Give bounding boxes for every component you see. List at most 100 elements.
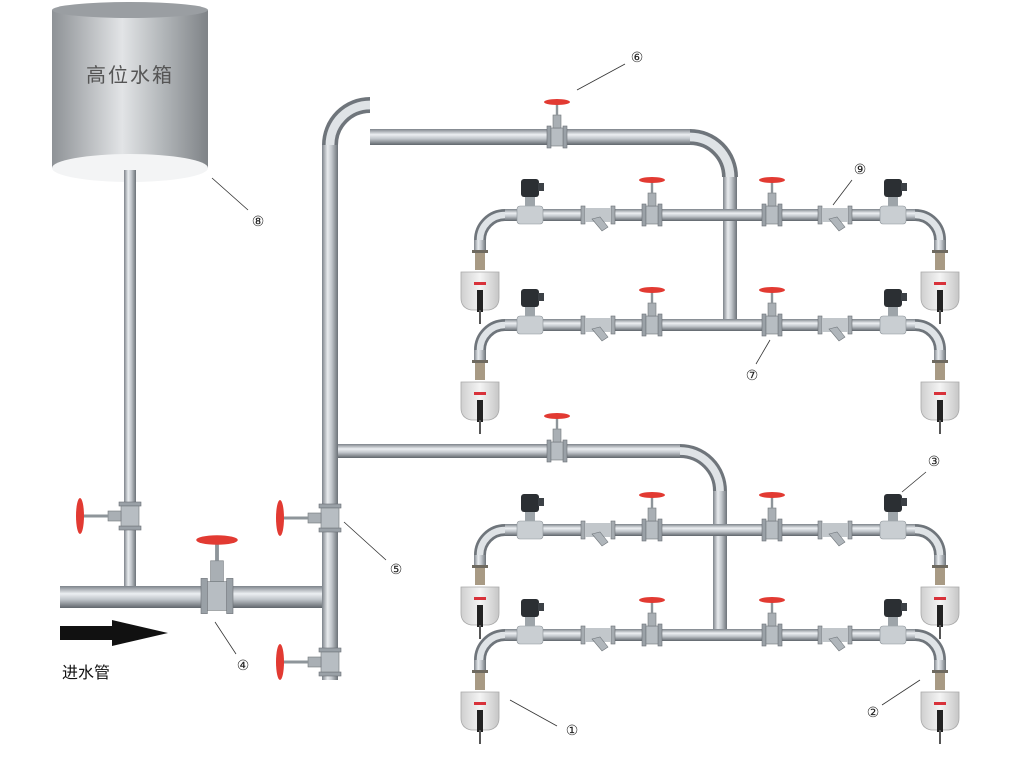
gate-valve-icon (544, 99, 570, 149)
solenoid-valve-icon (879, 179, 907, 225)
pipe-segment (474, 240, 486, 250)
callout-leader-line (755, 339, 771, 365)
pipe-segment (505, 209, 915, 221)
pipe-segment (934, 350, 946, 360)
callout-7: ⑦ (746, 339, 771, 384)
y-strainer-icon (580, 205, 616, 232)
pipe-elbow-highlight (476, 526, 506, 556)
pipe-segment (713, 491, 727, 635)
pipe-elbow-highlight (689, 132, 735, 178)
solenoid-valve-icon (516, 289, 544, 335)
side-gate-valve-icon (76, 498, 142, 534)
pipe-elbow-highlight (914, 526, 944, 556)
drain-trap-icon (920, 670, 960, 744)
flow-direction-arrow (60, 620, 168, 646)
trap-brand-mark (934, 702, 946, 705)
pipe-segment (723, 177, 737, 325)
callout-leader-line (343, 521, 387, 561)
pipe-network (60, 97, 946, 680)
pipe-elbow-highlight (679, 447, 724, 492)
solenoid-valve-icon (516, 179, 544, 225)
pipe-elbow-highlight (914, 631, 944, 661)
gate-valve-icon (759, 177, 785, 227)
pipe-segment (370, 129, 690, 145)
solenoid-valve-icon (516, 599, 544, 645)
trap-brand-mark (474, 597, 486, 600)
gate-valve-icon (639, 492, 665, 542)
pipe-elbow-highlight (914, 211, 944, 241)
trap-brand-mark (934, 282, 946, 285)
elevated-water-tank: 高位水箱 (52, 2, 208, 182)
drain-trap-icon (460, 670, 500, 744)
callout-4: ④ (214, 621, 250, 674)
pipe-elbow-highlight (476, 211, 506, 241)
pipe-segment (934, 555, 946, 565)
pipe-segment (322, 145, 338, 680)
gate-valve-icon (759, 597, 785, 647)
y-strainer-icon (580, 315, 616, 342)
callout-number: ⑦ (746, 368, 759, 384)
callout-leader-line (576, 63, 626, 91)
gate-valve-icon (759, 287, 785, 337)
drain-trap-icon (920, 250, 960, 324)
callout-leader-line (211, 177, 249, 211)
y-strainer-icon (817, 520, 853, 547)
drain-trap-icon (920, 360, 960, 434)
gate-valve-icon (544, 413, 570, 463)
tank-label: 高位水箱 (86, 63, 174, 87)
trap-brand-mark (934, 597, 946, 600)
callout-number: ⑨ (854, 162, 867, 178)
drain-trap-icon (460, 250, 500, 324)
pipe-segment (474, 660, 486, 670)
y-strainer-icon (817, 625, 853, 652)
y-strainer-icon (817, 205, 853, 232)
solenoid-valve-icon (879, 494, 907, 540)
gate-valve-icon (639, 287, 665, 337)
y-strainer-icon (817, 315, 853, 342)
pipe-segment (338, 444, 680, 458)
pipe-segment (60, 586, 330, 608)
gate-valve-icon (196, 535, 238, 614)
callout-leader-line (901, 471, 927, 493)
callout-8: ⑧ (211, 177, 265, 230)
callout-leader-line (881, 679, 921, 706)
callout-2: ② (867, 679, 921, 721)
solenoid-valve-icon (879, 599, 907, 645)
y-strainer-icon (580, 520, 616, 547)
drain-trap-icon (460, 360, 500, 434)
trap-brand-mark (474, 392, 486, 395)
pipe-segment (474, 555, 486, 565)
callout-number: ⑧ (252, 214, 265, 230)
gate-valve-icon (759, 492, 785, 542)
trap-brand-mark (934, 392, 946, 395)
drain-trap-icon (920, 565, 960, 639)
pipe-elbow-highlight (914, 321, 944, 351)
pipe-segment (124, 170, 136, 600)
inlet-label: 进水管 (62, 663, 110, 682)
pipe-elbow-highlight (325, 100, 371, 146)
callout-leader-line (509, 699, 558, 727)
callout-number: ④ (237, 658, 250, 674)
callout-number: ① (566, 723, 579, 739)
pipe-segment (505, 629, 915, 641)
trap-brand-mark (474, 282, 486, 285)
callout-leader-line (214, 621, 237, 655)
inlet-indicator: 进水管 (60, 620, 168, 682)
y-strainer-icon (580, 625, 616, 652)
side-gate-valve-icon (276, 500, 342, 536)
pipe-elbow-highlight (476, 321, 506, 351)
side-gate-valve-icon (276, 644, 342, 680)
callout-6: ⑥ (576, 50, 643, 91)
callout-1: ① (509, 699, 579, 739)
solenoid-valve-icon (516, 494, 544, 540)
pipe-elbow-highlight (476, 631, 506, 661)
pipe-segment (934, 240, 946, 250)
gate-valve-icon (639, 597, 665, 647)
pipe-segment (505, 319, 915, 331)
callout-number: ⑤ (390, 562, 403, 578)
callout-leader-line (832, 179, 853, 206)
fittings-layer (76, 99, 960, 744)
pipe-segment (934, 660, 946, 670)
